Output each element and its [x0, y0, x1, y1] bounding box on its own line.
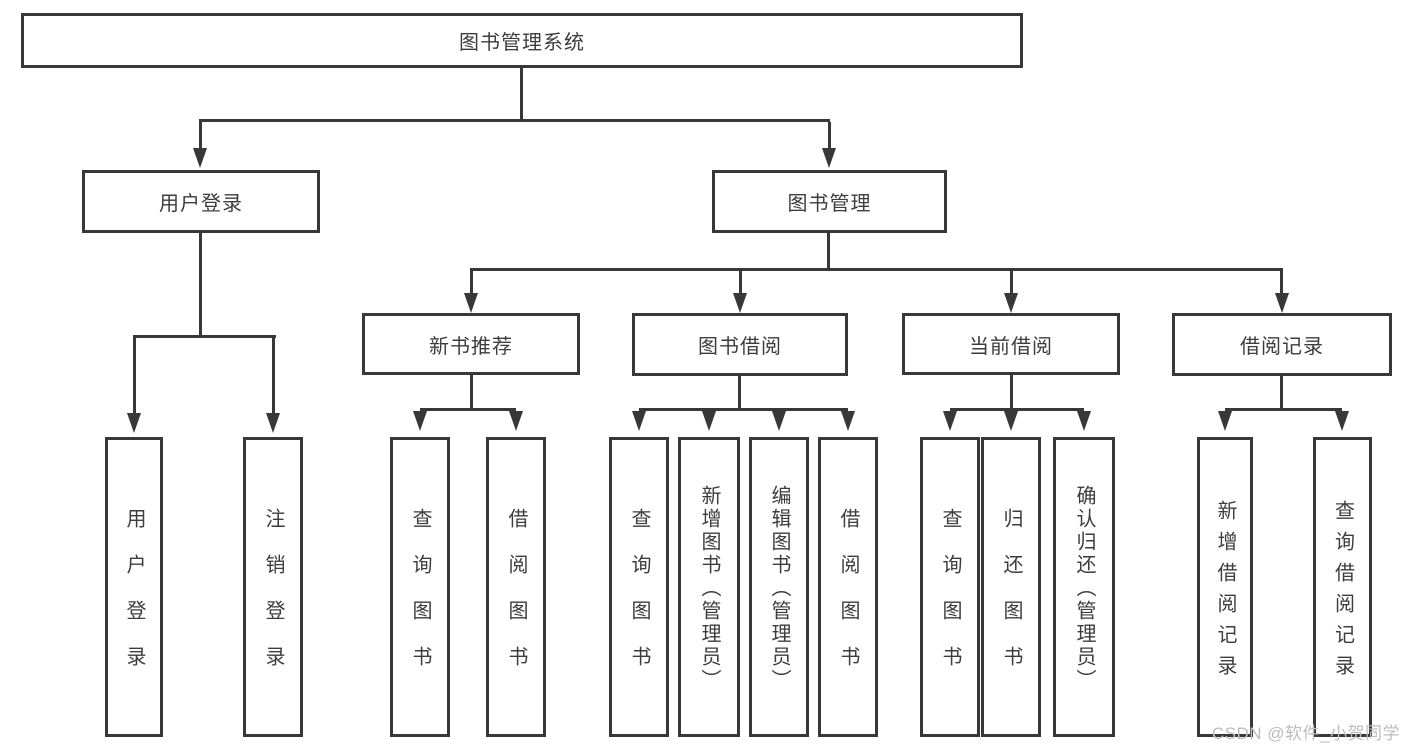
arrowhead-down-icon [702, 411, 716, 431]
leaf-confirm-return-admin: 确认归还（管理员） [1053, 437, 1115, 737]
leaf-query-borrow-record-label: 查询借阅记录 [1331, 499, 1354, 686]
node-book-borrowing-label: 图书借阅 [698, 336, 782, 358]
connector-line [272, 338, 275, 415]
node-new-book-recommend: 新书推荐 [362, 313, 580, 375]
arrowhead-down-icon [632, 411, 646, 431]
leaf-logout: 注销登录 [243, 437, 303, 737]
connector-line [828, 122, 831, 148]
connector-line [1280, 271, 1283, 295]
arrowhead-down-icon [1335, 411, 1349, 431]
connector-line [133, 338, 136, 415]
node-user-login-label: 用户登录 [159, 193, 243, 215]
connector-line [738, 375, 741, 408]
connector-line [1010, 271, 1013, 295]
leaf-edit-book-admin-label: 编辑图书（管理员） [768, 485, 790, 692]
node-new-book-recommend-label: 新书推荐 [429, 335, 513, 358]
leaf-return-books-label: 归还图书 [1000, 508, 1022, 692]
watermark: CSDN @软件_小贺同学 [1211, 724, 1400, 743]
leaf-borrow-books-2-label: 借阅图书 [837, 508, 859, 692]
connector-line [199, 119, 830, 122]
node-library-system-label: 图书管理系统 [459, 32, 585, 54]
arrowhead-down-icon [193, 148, 207, 168]
node-library-system: 图书管理系统 [21, 13, 1023, 68]
arrowhead-down-icon [464, 293, 478, 313]
arrowhead-down-icon [1077, 411, 1091, 431]
connector-line [199, 233, 202, 335]
connector-line [199, 122, 202, 148]
leaf-user-login-label: 用户登录 [123, 508, 145, 692]
node-user-login: 用户登录 [82, 170, 320, 233]
connector-line [520, 68, 523, 119]
leaf-add-borrow-record: 新增借阅记录 [1197, 437, 1253, 737]
connector-line [420, 408, 516, 411]
arrowhead-down-icon [772, 411, 786, 431]
arrowhead-down-icon [413, 411, 427, 431]
node-borrowing-records: 借阅记录 [1172, 313, 1392, 376]
connector-line [1280, 375, 1283, 408]
connector-line [470, 375, 473, 408]
arrowhead-down-icon [943, 411, 957, 431]
arrowhead-down-icon [127, 413, 141, 433]
arrowhead-down-icon [822, 148, 836, 168]
arrowhead-down-icon [1275, 293, 1289, 313]
arrowhead-down-icon [1004, 411, 1018, 431]
leaf-query-books-3-label: 查询图书 [939, 508, 961, 692]
leaf-borrow-books-1: 借阅图书 [486, 437, 546, 737]
leaf-query-books-3: 查询图书 [920, 437, 980, 737]
node-book-borrowing: 图书借阅 [632, 313, 848, 376]
connector-line [639, 408, 848, 411]
arrowhead-down-icon [266, 413, 280, 433]
arrowhead-down-icon [841, 411, 855, 431]
arrowhead-down-icon [509, 411, 523, 431]
arrowhead-down-icon [1218, 411, 1232, 431]
connector-line [133, 335, 276, 338]
leaf-edit-book-admin: 编辑图书（管理员） [749, 437, 809, 737]
leaf-query-books-1-label: 查询图书 [409, 508, 431, 692]
connector-line [470, 271, 473, 295]
leaf-borrow-books-1-label: 借阅图书 [505, 508, 527, 692]
arrowhead-down-icon [733, 293, 747, 313]
connector-line [470, 268, 1283, 271]
leaf-confirm-return-admin-label: 确认归还（管理员） [1073, 485, 1095, 692]
leaf-query-books-1: 查询图书 [390, 437, 450, 737]
node-book-management: 图书管理 [712, 170, 947, 233]
connector-line [1010, 375, 1013, 408]
leaf-add-borrow-record-label: 新增借阅记录 [1214, 499, 1236, 686]
node-current-borrowing: 当前借阅 [902, 313, 1120, 375]
node-current-borrowing-label: 当前借阅 [969, 335, 1053, 358]
leaf-user-login: 用户登录 [105, 437, 163, 737]
leaf-logout-label: 注销登录 [262, 508, 284, 692]
leaf-return-books: 归还图书 [981, 437, 1041, 737]
node-borrowing-records-label: 借阅记录 [1240, 336, 1324, 358]
connector-line [1225, 408, 1342, 411]
leaf-add-book-admin-label: 新增图书（管理员） [698, 485, 720, 692]
leaf-query-books-2-label: 查询图书 [628, 508, 650, 692]
node-book-management-label: 图书管理 [787, 193, 872, 215]
leaf-borrow-books-2: 借阅图书 [818, 437, 878, 737]
leaf-query-books-2: 查询图书 [609, 437, 669, 737]
connector-line [739, 271, 742, 295]
connector-line [950, 408, 1084, 411]
arrowhead-down-icon [1004, 293, 1018, 313]
leaf-add-book-admin: 新增图书（管理员） [678, 437, 740, 737]
connector-line [827, 233, 830, 268]
leaf-query-borrow-record: 查询借阅记录 [1313, 437, 1372, 737]
